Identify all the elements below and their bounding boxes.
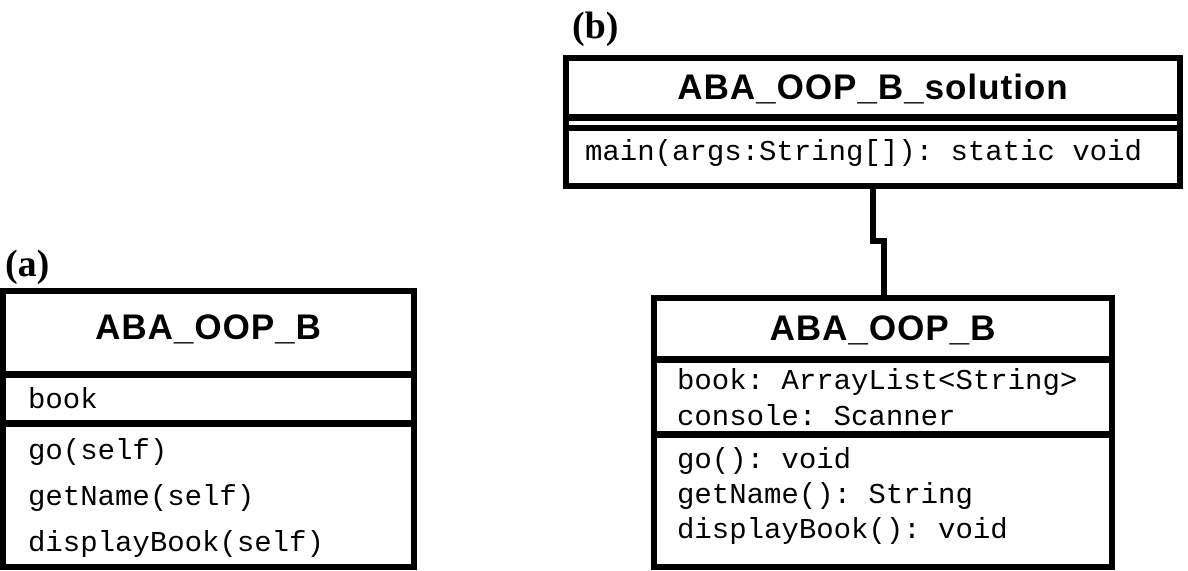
attributes-compartment-empty: [569, 121, 1177, 131]
method-item: go(self): [28, 435, 168, 468]
methods-compartment: main(args:String[]): static void: [569, 131, 1177, 183]
figure-label-a: (a): [5, 243, 50, 285]
methods-compartment: go(self) getName(self) displayBook(self): [6, 427, 411, 564]
method-item: getName(): String: [677, 479, 973, 512]
method-item: displayBook(self): [28, 527, 324, 560]
class-box-aba-oop-b-solution: ABA_OOP_B_solution main(args:String[]): …: [563, 55, 1183, 189]
attribute-item: book: [28, 384, 98, 417]
method-item: displayBook(): void: [677, 514, 1008, 547]
method-item: getName(self): [28, 481, 255, 514]
figure-label-b: (b): [572, 5, 619, 47]
class-box-aba-oop-b-java: ABA_OOP_B book: ArrayList<String> consol…: [651, 295, 1115, 570]
method-item: go(): void: [677, 444, 852, 477]
methods-compartment: go(): void getName(): String displayBook…: [657, 438, 1109, 564]
class-title: ABA_OOP_B: [657, 301, 1109, 363]
attribute-item: book: ArrayList<String>: [677, 365, 1078, 398]
attributes-compartment: book: [6, 378, 411, 427]
class-title: ABA_OOP_B: [6, 294, 411, 378]
class-title: ABA_OOP_B_solution: [569, 61, 1177, 121]
attribute-item: console: Scanner: [677, 401, 956, 434]
attributes-compartment: book: ArrayList<String> console: Scanner: [657, 363, 1109, 438]
class-box-aba-oop-b-python: ABA_OOP_B book go(self) getName(self) di…: [0, 288, 417, 570]
method-item: main(args:String[]): static void: [585, 136, 1142, 169]
